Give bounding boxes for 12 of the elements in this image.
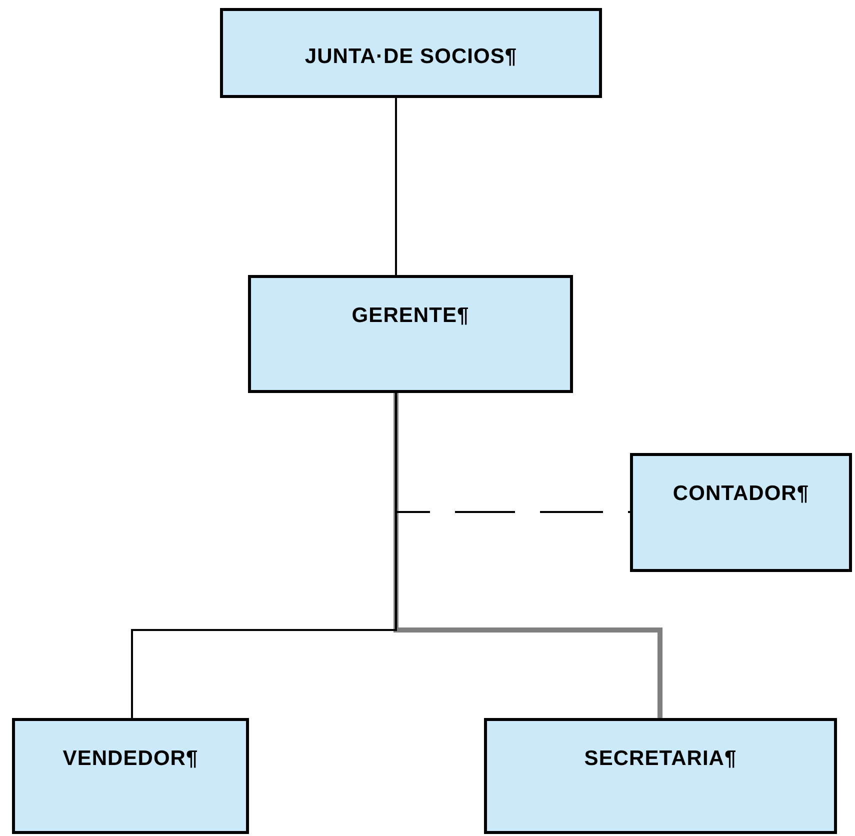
box-label: CONTADOR¶ — [672, 481, 810, 507]
connector-line — [395, 98, 397, 275]
org-box — [630, 453, 852, 572]
box-label: SECRETARIA¶ — [584, 746, 737, 772]
org-box — [220, 8, 602, 98]
org-box — [248, 275, 573, 393]
box-label: GERENTE¶ — [352, 303, 470, 329]
org-box — [484, 718, 837, 834]
connector-line — [394, 393, 662, 718]
box-label: JUNTA·DE SOCIOS¶ — [304, 44, 518, 70]
box-label: VENDEDOR¶ — [62, 746, 198, 772]
org-box — [12, 718, 249, 834]
